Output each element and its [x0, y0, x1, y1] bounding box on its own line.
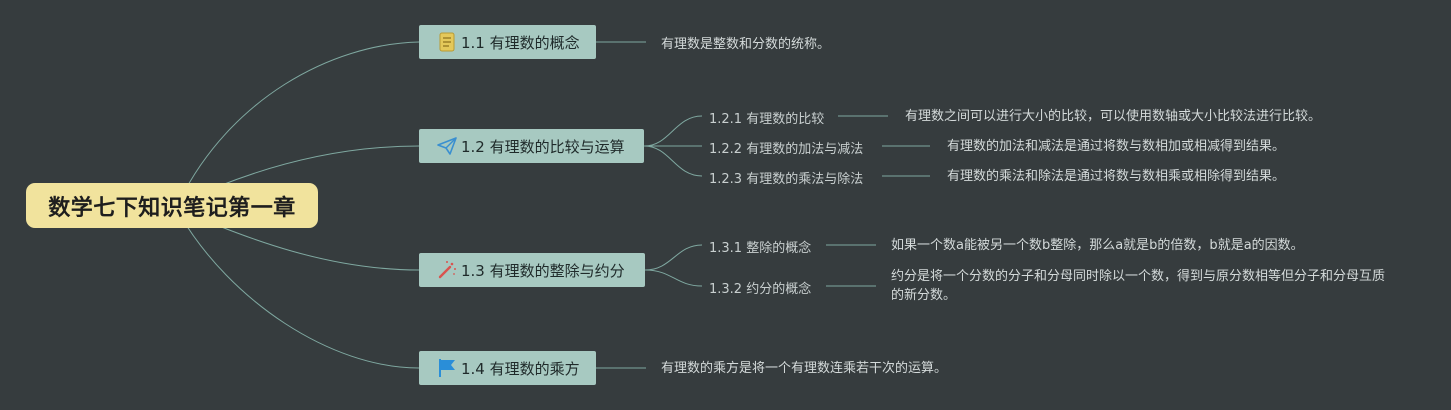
branch-1-2[interactable]: 1.2 有理数的比较与运算: [419, 129, 644, 163]
sub-topic-1-2-2-note: 有理数的加法和减法是通过将数与数相加或相减得到结果。: [947, 139, 1286, 154]
branch-1-4[interactable]: 1.4 有理数的乘方: [419, 351, 596, 385]
sub-topic-1-3-1[interactable]: 1.3.1 整除的概念: [709, 241, 812, 256]
notebook-icon: [437, 32, 457, 52]
connector-b3-s2: [644, 269, 703, 287]
root-topic[interactable]: 数学七下知识笔记第一章: [26, 183, 318, 228]
branch-label: 1.2 有理数的比较与运算: [461, 137, 625, 156]
connector-b2-s3: [643, 145, 703, 177]
branch-1-1[interactable]: 1.1 有理数的概念: [419, 25, 596, 59]
branch-label: 1.1 有理数的概念: [461, 33, 580, 52]
connector-root-b4: [179, 214, 420, 369]
connector-b2-s1: [643, 115, 703, 147]
sub-topic-1-3-2[interactable]: 1.3.2 约分的概念: [709, 282, 812, 297]
paper-plane-icon: [437, 136, 457, 156]
branch-label: 1.4 有理数的乘方: [461, 359, 580, 378]
sub-topic-1-3-1-note: 如果一个数a能被另一个数b整除，那么a就是b的倍数，b就是a的因数。: [891, 238, 1304, 253]
magic-wand-icon: [437, 260, 457, 280]
flag-icon: [437, 358, 457, 378]
branch-label: 1.3 有理数的整除与约分: [461, 261, 625, 280]
sub-topic-1-2-3[interactable]: 1.2.3 有理数的乘法与除法: [709, 172, 864, 187]
branch-1-1-note: 有理数是整数和分数的统称。: [661, 37, 831, 52]
sub-topic-1-2-3-note: 有理数的乘法和除法是通过将数与数相乘或相除得到结果。: [947, 169, 1286, 184]
root-topic-label: 数学七下知识笔记第一章: [48, 195, 296, 221]
sub-topic-1-3-2-note: 约分是将一个分数的分子和分母同时除以一个数，得到与原分数相等但分子和分母互质的新…: [891, 269, 1386, 303]
branch-1-3[interactable]: 1.3 有理数的整除与约分: [419, 253, 645, 287]
connector-b3-s1: [644, 244, 703, 271]
branch-1-4-note: 有理数的乘方是将一个有理数连乘若干次的运算。: [661, 361, 948, 376]
connector-root-b1: [179, 41, 420, 201]
sub-topic-1-2-2[interactable]: 1.2.2 有理数的加法与减法: [709, 142, 864, 157]
sub-topic-1-2-1[interactable]: 1.2.1 有理数的比较: [709, 112, 825, 127]
sub-topic-1-2-1-note: 有理数之间可以进行大小的比较，可以使用数轴或大小比较法进行比较。: [905, 109, 1322, 124]
